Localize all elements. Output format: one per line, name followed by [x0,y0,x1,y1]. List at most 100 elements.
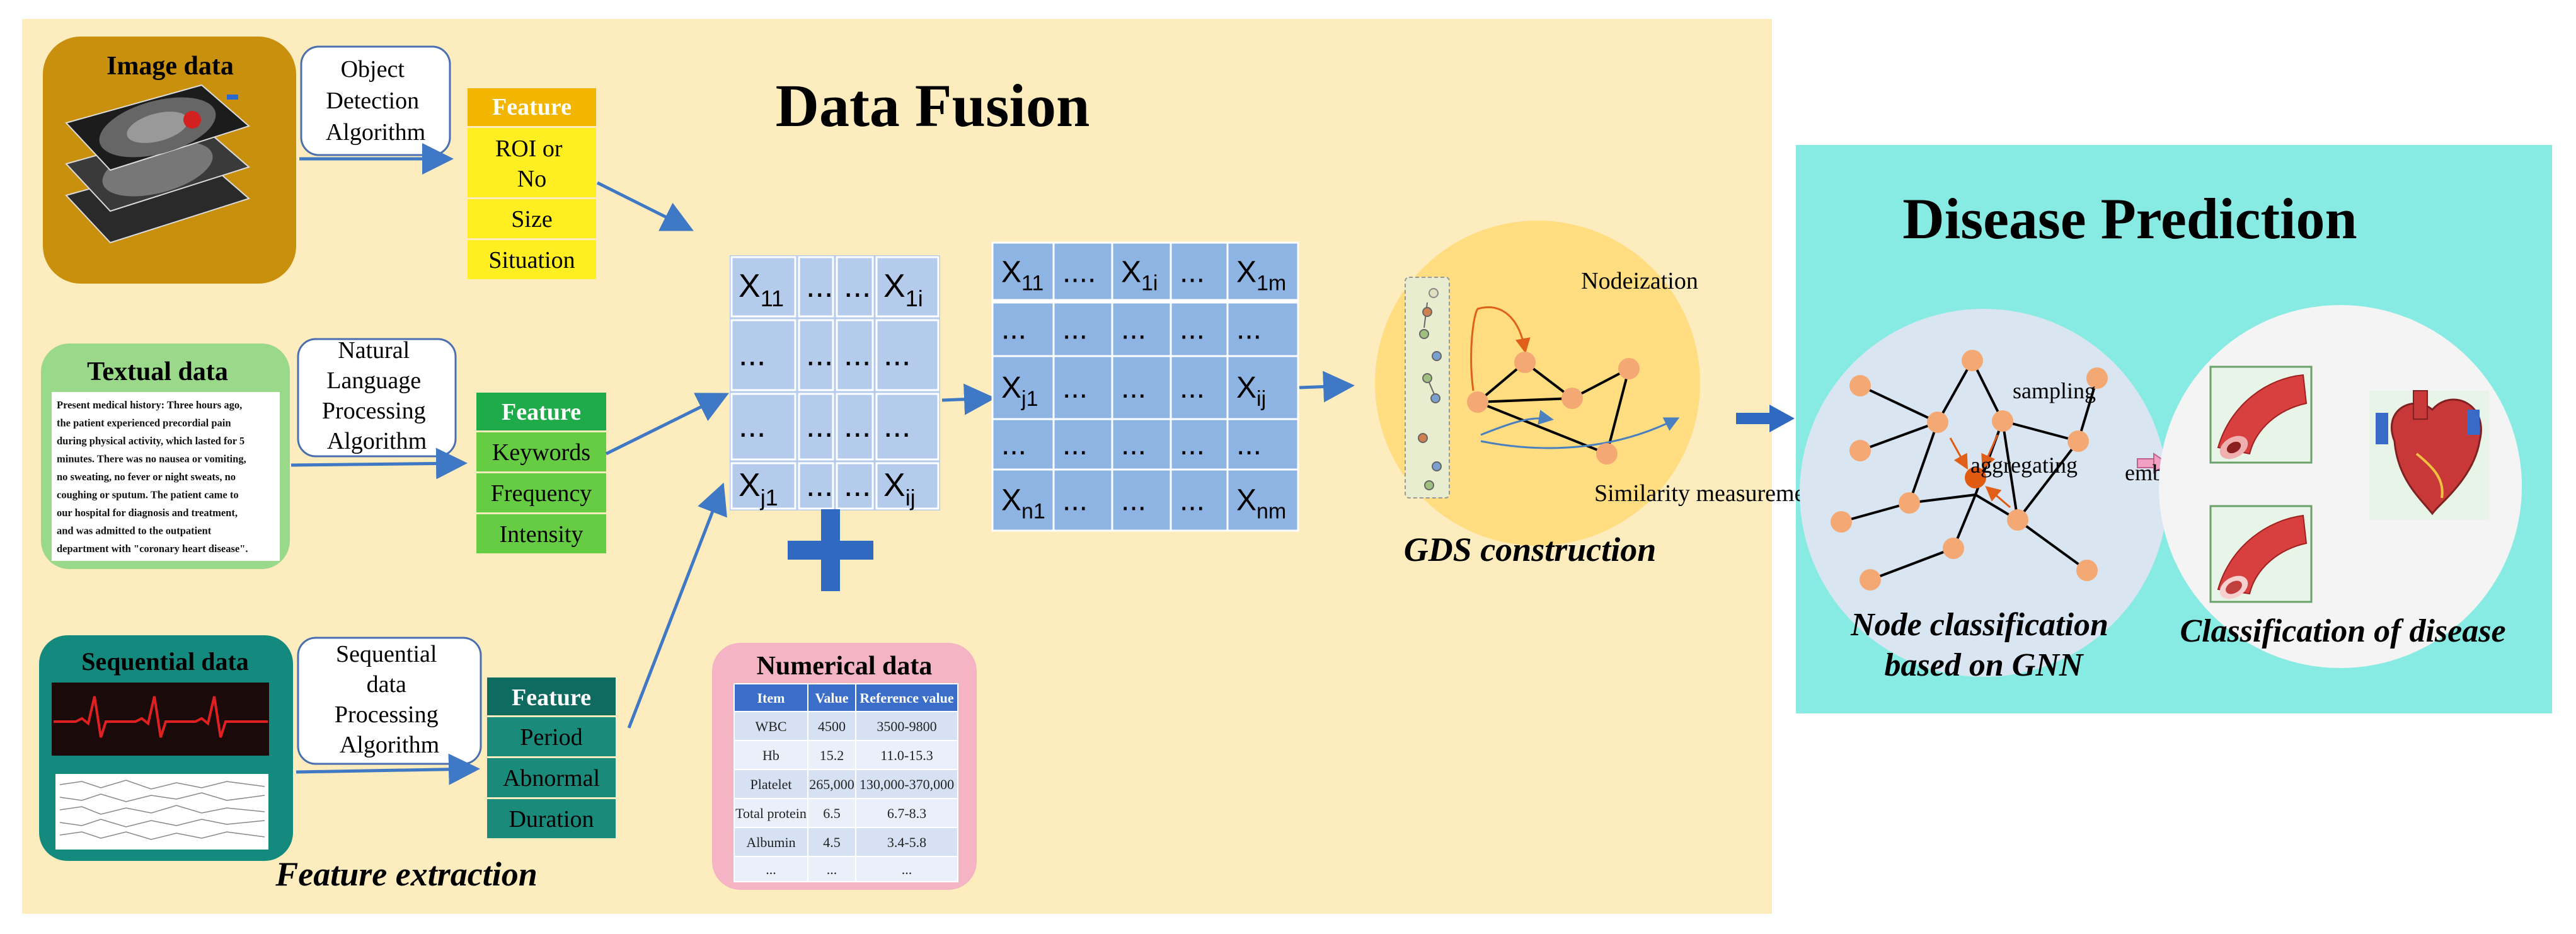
cell-var: X [883,268,906,304]
matrix-b-cell-text: ... [1121,428,1146,461]
matrix-a-cell-text: X1i [883,268,923,311]
clinical-note-line: during physical activity, which lasted f… [57,435,244,447]
image-feature-size: Size [511,206,552,233]
gnn-aggregate-arrows [1949,434,2011,509]
classification-label: Classification of disease [2180,613,2505,649]
clinical-note-line: department with "coronary heart disease"… [57,543,248,555]
matrix-to-gds-arrow [1299,371,1355,403]
matrix-b-cell-text: X11 [1001,256,1044,296]
algo-line: Algorithm [327,428,427,454]
matrix-b-cell-text: ... [1236,428,1262,461]
algo-line: Processing [335,701,439,728]
gds-column-nodes [1418,288,1442,490]
matrix-b-cell [1226,468,1299,532]
text-feature-intensity: Intensity [500,521,584,548]
cell-subscript: ij [1256,387,1266,411]
matrix-b-cell [1052,355,1113,420]
matrix-b-cell-text: ... [1236,313,1262,346]
eeg-traces [59,780,265,840]
num-table-cell [855,769,958,799]
gnn-nodes [1831,350,2108,591]
cell-var: X [1236,256,1256,289]
matrix-a-cell-text: ... [883,337,911,373]
matrix-b-cell-text: Xij [1236,371,1266,411]
matrix-a-cell [836,319,874,391]
matrix-a-cell [798,256,834,318]
clinical-note-line: Present medical history: Three hours ago… [57,399,242,411]
seq-feature-duration: Duration [509,806,594,833]
matrix-a-cell [875,393,940,461]
seq-feature-header-label: Feature [512,684,591,711]
matrix-b-cell-text: Xj1 [1001,371,1038,411]
gds-node-column [1405,277,1450,499]
num-table-cell-text: 3.4-5.8 [887,834,926,850]
num-table-cell-text: Albumin [746,834,795,850]
cell-subscript: j1 [760,485,778,510]
matrix-b-cell-text: ... [1121,484,1146,517]
num-table-cell-text: 265,000 [809,776,854,792]
algo-line: Natural [338,337,410,364]
text-feature-header [476,393,606,430]
algo-line: Algorithm [340,732,439,758]
matrix-a-to-b-arrow [941,383,996,415]
num-table-cell-text: Total protein [735,805,807,821]
feature-extraction-label: Feature extraction [275,855,538,893]
seq-feature-to-matrix-arrow [627,482,727,729]
num-table-header-text: Reference value [860,690,953,706]
num-table-cell-text: WBC [755,718,786,734]
artery-icon [2209,366,2313,464]
num-table-cell-text: 130,000-370,000 [860,776,954,792]
cell-subscript: 1i [906,285,923,311]
ecg-monitor [52,683,269,756]
image-feature-header [468,88,596,126]
matrix-a-cell-text: ... [883,408,911,444]
matrix-b-cell-text: ... [1062,371,1088,405]
clinical-note-line: the patient experienced precordial pain [57,417,231,429]
cell-subscript: 1i [1141,272,1158,296]
matrix-b-cell-text: ... [1180,256,1205,289]
algo-line: data [367,671,406,698]
gds-similarity-label: Similarity measurement [1594,480,1824,507]
image-data-title: Image data [106,52,234,81]
num-table-cell-text: 4.5 [823,834,841,850]
text-feature-table: Feature Keywords Frequency Intensity [476,393,606,553]
sequential-data-block: Sequential data [39,635,293,861]
prediction-title: Disease Prediction [1902,187,2357,251]
sequential-data-title: Sequential data [81,647,249,676]
gnn-sampling-label: sampling [2013,378,2096,403]
num-table-cell-text: 6.7-8.3 [887,805,926,821]
cell-subscript: 1m [1256,272,1286,296]
num-table-cell [807,827,856,857]
cell-subscript: j1 [1021,387,1038,411]
clinical-note-panel [52,392,280,561]
algo-line: Algorithm [326,119,425,146]
matrix-b-cell [1226,418,1299,471]
num-table-header-text: Item [757,690,785,706]
num-table-cell-text: ... [766,862,776,877]
cell-subscript: n1 [1021,500,1045,524]
num-table-cell [733,711,808,741]
matrix-a-cell [836,393,874,461]
matrix-b-cell-text: ... [1180,313,1205,346]
cell-var: X [1001,371,1021,405]
matrix-b-cell-text: ... [1180,484,1205,517]
num-table-header-text: Value [815,690,849,706]
clinical-note-line: and was admitted to the outpatient [57,525,212,537]
num-table-cell [855,711,958,741]
matrix-b-cell [1170,355,1229,420]
image-data-block: Image data [43,37,296,284]
textual-data-block: Textual data Present medical history: Th… [41,343,290,569]
matrix-a-cell-text: ... [806,467,833,504]
feature-matrix-a: X11......X1i........................Xj1.… [730,255,940,510]
gnn-node-classification-label: Node classification based on GNN [1850,607,2117,683]
gds-circle [1375,221,1700,546]
algo-line: Detection [326,88,419,114]
seq-to-feature-arrow [296,753,480,785]
image-feature-roi-line2: No [517,166,546,192]
matrix-b-cell-text: ... [1001,428,1026,461]
ecg-trace [54,696,268,738]
gds-graph [1467,306,1680,464]
gnn-aggregating-label: aggregating [1970,453,2078,478]
matrix-a-cell-text: ... [806,408,833,444]
